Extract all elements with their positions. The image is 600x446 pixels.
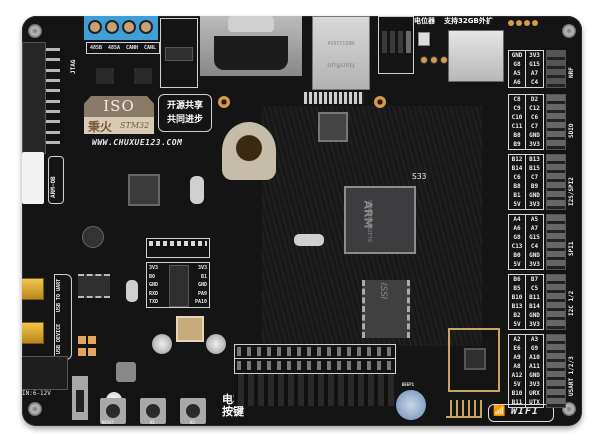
crystal-oscillator <box>294 234 324 246</box>
k1-button[interactable] <box>140 398 166 424</box>
brand-logo: ISO 秉火 STM32 <box>84 96 154 134</box>
sd-capacity-label: 支持32GB外扩 <box>444 17 493 25</box>
electrolytic-capacitor <box>206 334 226 354</box>
arm-ob-label: ARM-OB <box>50 176 57 198</box>
gpio-pin-header[interactable] <box>234 374 394 406</box>
slogan-box: 开源共享 共同进步 <box>158 94 212 132</box>
boot-pin-header <box>146 238 210 258</box>
resistor-array <box>304 92 364 104</box>
mcu-chip: ARM STM32F103ZET6 <box>344 186 416 254</box>
i2s-spi2-pin-header[interactable] <box>546 154 566 210</box>
spi1-pin-header[interactable] <box>546 214 566 270</box>
crystal-oscillator <box>190 176 204 204</box>
tantalum-capacitor <box>78 348 86 356</box>
arm-ob-frame <box>48 156 64 204</box>
jumper-cap[interactable] <box>165 47 193 61</box>
gold-standoff-icon <box>218 96 230 108</box>
usb-device-port[interactable] <box>22 322 44 344</box>
inductor <box>116 362 136 382</box>
jtag-pins <box>46 48 60 144</box>
crystal-oscillator <box>126 280 138 302</box>
reset-button[interactable] <box>100 398 126 424</box>
wifi-module <box>448 328 500 392</box>
power-input-label: IN:6-12V <box>22 390 51 397</box>
k2-button[interactable] <box>180 398 206 424</box>
pot-pin-header <box>420 56 448 64</box>
power-switch[interactable] <box>72 376 88 420</box>
jtag-header[interactable] <box>22 42 46 154</box>
voltage-regulator <box>176 316 204 342</box>
website-url[interactable]: WWW.CHUXUE123.COM <box>92 138 183 147</box>
mounting-hole-icon <box>28 402 42 416</box>
mounting-hole-icon <box>562 24 576 38</box>
microphone-icon <box>82 226 104 248</box>
wifi-icon: 📶 <box>493 406 506 417</box>
usb-device-label: USB DEVICE <box>56 323 62 354</box>
micro-sd-slot[interactable] <box>448 30 504 82</box>
tantalum-capacitor <box>88 336 96 344</box>
terminal-block[interactable] <box>84 16 158 40</box>
electrolytic-capacitor <box>152 334 172 354</box>
buzzer <box>396 390 426 420</box>
debugger-chip <box>128 174 160 206</box>
coin-cell-battery-holder[interactable] <box>222 122 276 180</box>
transceiver-chip <box>134 68 152 84</box>
can-jumper-block <box>160 18 198 88</box>
i2c-pin-header[interactable] <box>546 274 566 330</box>
nrf-pin-header-top <box>508 20 538 26</box>
potentiometer-label: 电位器 <box>414 17 435 25</box>
gpio-label-block <box>234 344 396 374</box>
terminal-labels: 485B 485A CANH CANL <box>86 42 160 54</box>
ethernet-phy-chip <box>318 112 348 142</box>
mounting-hole-icon <box>28 24 42 38</box>
ethernet-rj45-jack[interactable]: HR911105A HanRun <box>312 16 370 90</box>
usb-uart-chip <box>78 274 110 298</box>
potentiometer[interactable] <box>418 32 430 46</box>
gold-standoff-icon <box>374 96 386 108</box>
usb-to-uart-label: USB TO UART <box>56 278 62 312</box>
uart-jumper-cap[interactable] <box>169 265 189 307</box>
boot-switch-block <box>378 16 414 74</box>
dc-power-jack[interactable] <box>22 356 68 390</box>
arm-ob-connector[interactable] <box>22 152 44 204</box>
pcb-board: JTAG ARM-OB 485B 485A CANH CANL ISO 秉火 S… <box>22 16 582 426</box>
chip-mark: S33 <box>412 172 427 181</box>
usb-to-uart-port[interactable] <box>22 278 44 300</box>
jtag-label: JTAG <box>70 59 77 74</box>
transceiver-chip <box>96 68 114 84</box>
sram-chip: ISSI <box>362 280 410 338</box>
nrf-pin-header[interactable] <box>546 50 566 88</box>
usart-pin-header[interactable] <box>546 334 566 408</box>
db9-serial-connector[interactable] <box>200 16 302 76</box>
tantalum-capacitor <box>88 348 96 356</box>
tantalum-capacitor <box>78 336 86 344</box>
wifi-label-box: 📶 WIFI <box>488 404 554 422</box>
sdio-pin-header[interactable] <box>546 94 566 150</box>
wifi-antenna-trace <box>446 400 482 418</box>
